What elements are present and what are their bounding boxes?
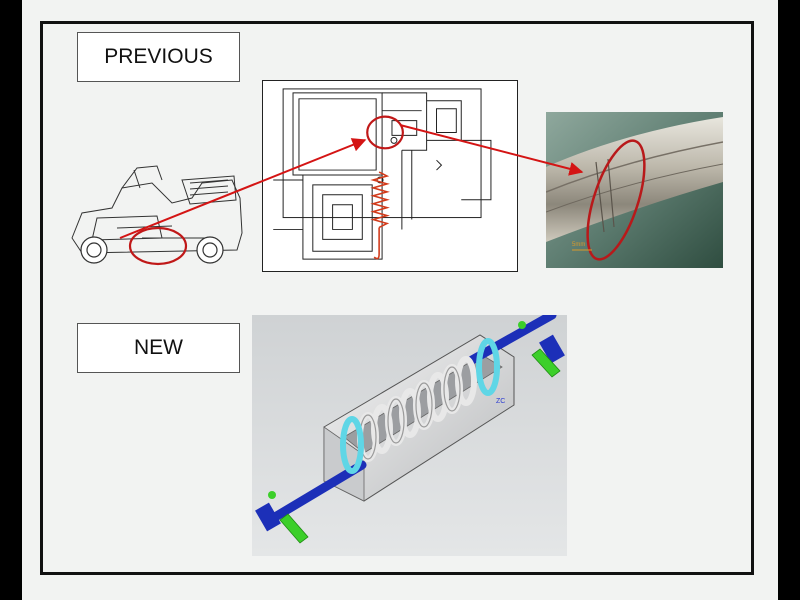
new-label: NEW bbox=[77, 323, 240, 373]
end-fitting-right bbox=[518, 321, 565, 378]
shaft bbox=[265, 315, 557, 525]
wear-photo: 5mm bbox=[546, 112, 723, 268]
cad-rendering: ZC bbox=[252, 315, 567, 556]
mechanism-highlight-circle bbox=[366, 115, 404, 150]
washer-right bbox=[476, 338, 500, 396]
previous-label: PREVIOUS bbox=[77, 32, 240, 82]
spring-drawing bbox=[370, 171, 390, 260]
wear-highlight-circle bbox=[586, 139, 646, 261]
axis-label-zc: ZC bbox=[496, 398, 505, 405]
new-label-text: NEW bbox=[134, 336, 183, 359]
washer-left bbox=[340, 416, 364, 474]
mechanism-schematic bbox=[262, 80, 518, 272]
previous-label-text: PREVIOUS bbox=[104, 45, 213, 68]
scale-bar-label: 5mm bbox=[572, 242, 585, 248]
cart-highlight-circle bbox=[128, 226, 188, 266]
end-fitting-left bbox=[255, 491, 309, 544]
golf-cart-drawing bbox=[71, 165, 243, 266]
